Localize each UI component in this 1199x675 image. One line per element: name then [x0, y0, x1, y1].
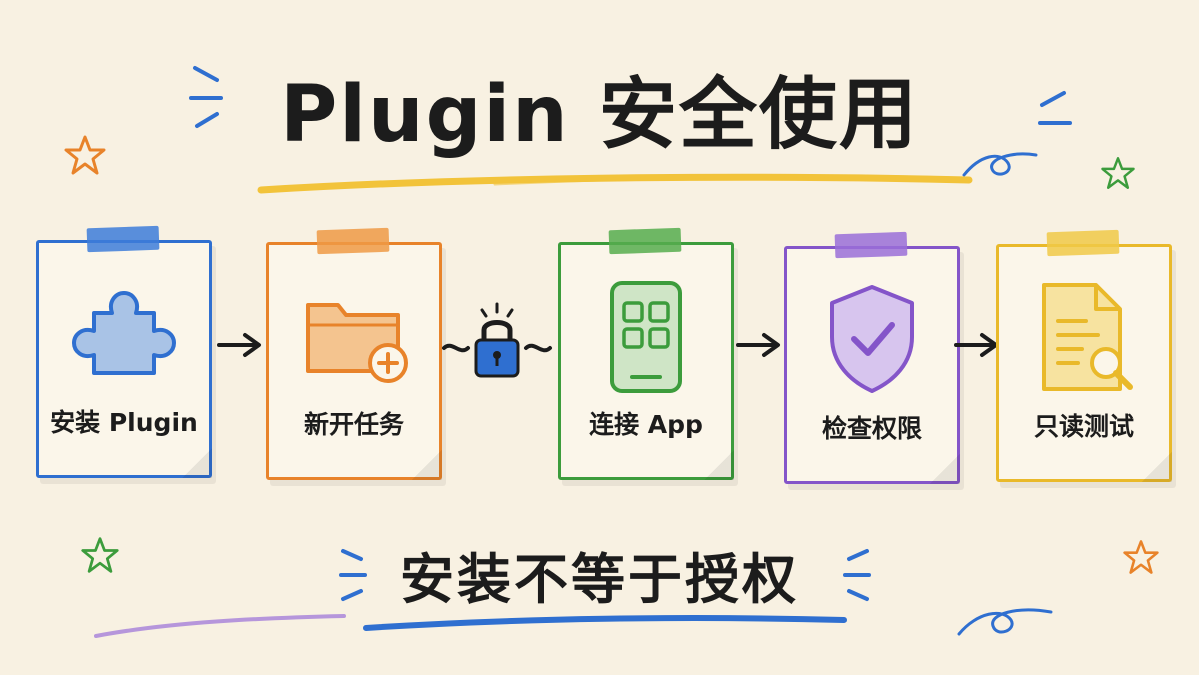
sparkle-lines-right: [1038, 91, 1072, 125]
step-label: 新开任务: [303, 410, 404, 439]
tape-strip: [1046, 229, 1120, 257]
step-card-read-only-test: 只读测试: [996, 229, 1172, 482]
phone-app-grid-icon: [610, 281, 682, 393]
document-search-icon: [1042, 283, 1133, 391]
step-label: 检查权限: [821, 414, 922, 443]
folder-plus-icon: [306, 303, 408, 383]
step-card-new-task: 新开任务: [266, 227, 442, 480]
arrow-right-icon: [736, 333, 780, 357]
puzzle-piece-icon: [72, 291, 176, 375]
tape-strip: [316, 227, 390, 255]
tape-strip: [608, 227, 682, 255]
star-icon: [81, 537, 119, 573]
tape-strip: [834, 231, 908, 259]
star-icon: [1101, 157, 1135, 189]
page-fold: [930, 454, 960, 484]
swirl-icon: [957, 608, 1053, 636]
page-title: Plugin 安全使用: [280, 70, 919, 160]
title-underline: [257, 173, 973, 194]
star-icon: [64, 135, 106, 175]
page-fold: [1142, 452, 1172, 482]
step-label: 连接 App: [589, 410, 703, 439]
page-fold: [182, 448, 212, 478]
sparkle-lines-left: [189, 66, 223, 128]
arrow-right-icon: [217, 333, 261, 357]
purple-stroke: [94, 614, 346, 638]
step-card-connect-app: 连接 App: [558, 227, 734, 480]
star-icon: [1123, 540, 1159, 574]
shield-check-icon: [830, 285, 914, 393]
sparkle-lines-sub-right: [843, 549, 871, 601]
step-label: 只读测试: [1033, 412, 1134, 441]
subtitle: 安装不等于授权: [400, 548, 799, 611]
step-label: 安装 Plugin: [50, 408, 198, 437]
step-card-install-plugin: 安装 Plugin: [36, 225, 212, 478]
step-card-check-permissions: 检查权限: [784, 231, 960, 484]
sparkle-lines-sub-left: [339, 549, 367, 601]
page-fold: [412, 450, 442, 480]
padlock-chain-icon: [442, 302, 552, 378]
subtitle-underline: [363, 615, 847, 631]
swirl-icon: [962, 152, 1038, 177]
tape-strip: [86, 225, 160, 253]
page-fold: [704, 450, 734, 480]
arrow-right-icon: [954, 333, 998, 357]
